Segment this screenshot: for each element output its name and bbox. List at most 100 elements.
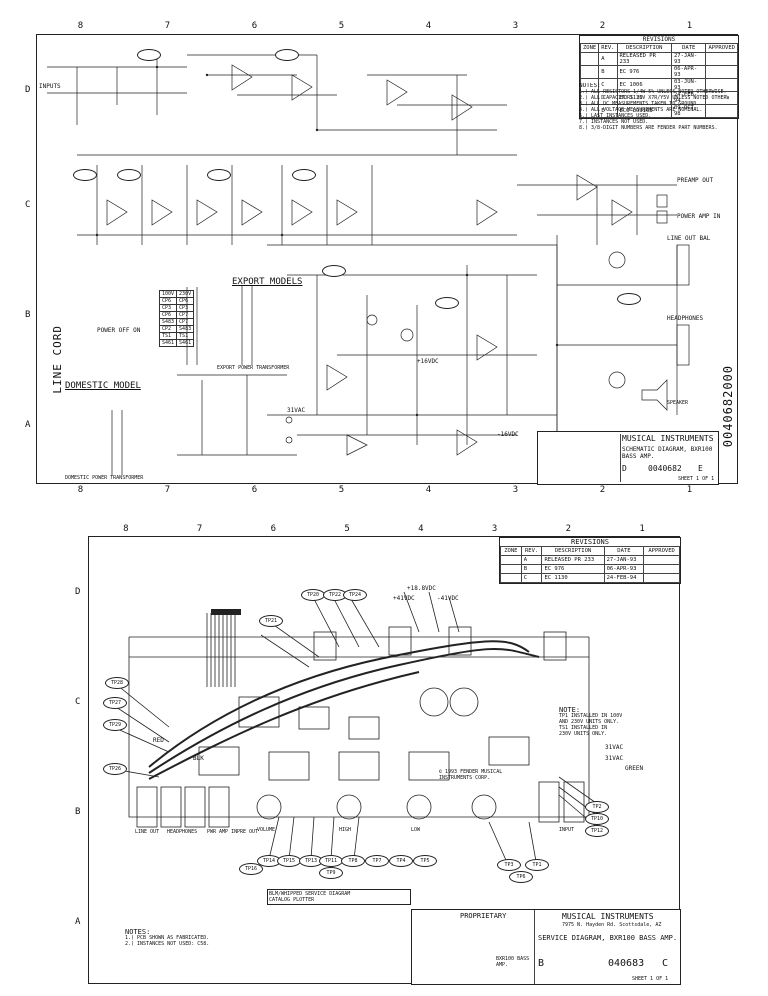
schematic-sheet: 8 7 6 5 4 3 2 1 8 7 6 5 4 3 2 1 D C B A bbox=[25, 21, 739, 495]
test-point-oval bbox=[617, 293, 641, 305]
export-table-cell: TS1 bbox=[158, 332, 178, 340]
revisions-heading: REVISIONS bbox=[642, 36, 676, 43]
zone-label: C bbox=[75, 697, 81, 707]
revision-cell bbox=[500, 573, 522, 583]
zone-label: 3 bbox=[491, 524, 498, 534]
test-point-label: TP4 bbox=[389, 855, 413, 867]
zone-label: 6 bbox=[251, 485, 258, 495]
export-table-cell: S483 bbox=[176, 325, 195, 333]
revision-cell bbox=[705, 52, 738, 66]
zone-label: D bbox=[25, 85, 31, 95]
stamp-line: BLM/WHIPPED SERVICE DIAGRAM bbox=[269, 891, 351, 897]
zone-label: 7 bbox=[164, 21, 171, 31]
test-point-label: TP27 bbox=[103, 697, 127, 709]
note-line: 2.) ALL CAPACITORS 25V X7R/Y5V UNLESS NO… bbox=[579, 95, 729, 101]
rev-col-header: DESCRIPTION bbox=[616, 43, 672, 53]
side-drawing-number: 0040682000 bbox=[721, 365, 735, 448]
test-point-label: TP2 bbox=[585, 801, 609, 813]
inputs-label: INPUTS bbox=[39, 83, 61, 90]
service-sheet: 8 7 6 5 4 3 2 1 D C B A bbox=[75, 524, 681, 985]
revision-cell: B bbox=[598, 65, 618, 79]
test-point-label: TP14 bbox=[257, 855, 281, 867]
line-cord-label: LINE CORD bbox=[51, 325, 64, 394]
zone-row-top: 8 7 6 5 4 3 2 1 bbox=[37, 21, 737, 31]
rev-col-header: DATE bbox=[603, 546, 645, 556]
revision-cell bbox=[579, 65, 600, 79]
proprietary-label: PROPRIETARY bbox=[460, 912, 507, 920]
export-table-cell: CP6 bbox=[176, 297, 195, 305]
drawing-title: SERVICE DIAGRAM, BXR100 BASS AMP. bbox=[538, 934, 678, 942]
zone-label: 7 bbox=[164, 485, 171, 495]
note-line: 1.) PCB SHOWN AS FABRICATED. bbox=[125, 935, 210, 941]
voltage-label: -41VDC bbox=[437, 595, 459, 602]
company-name: MUSICAL INSTRUMENTS bbox=[562, 912, 654, 921]
revision-cell: 06-APR-93 bbox=[603, 564, 645, 574]
sheet-size: D bbox=[622, 464, 627, 473]
sheet-size: B bbox=[538, 958, 545, 969]
note-line: 1.) ALL RESISTORS 1/4W 5% UNLESS NOTED O… bbox=[579, 89, 727, 95]
jack-label: PWR AMP IN bbox=[207, 829, 238, 835]
export-table-cell: S461 bbox=[158, 339, 178, 347]
wire-label: GREEN bbox=[625, 765, 644, 772]
revision-cell: B bbox=[520, 564, 543, 574]
title-block: MUSICAL INSTRUMENTS SCHEMATIC DIAGRAM, B… bbox=[537, 431, 719, 485]
company-name: MUSICAL INSTRUMENTS bbox=[622, 434, 714, 443]
export-table-cell: S483 bbox=[158, 318, 178, 326]
test-point-label: TP3 bbox=[497, 859, 521, 871]
export-table-cell: S461 bbox=[176, 339, 195, 347]
revision-cell: RELEASED PR 233 bbox=[541, 555, 605, 565]
notes-block: NOTES: 1.) PCB SHOWN AS FABRICATED. 2.) … bbox=[125, 929, 210, 948]
revision-cell: C bbox=[520, 573, 543, 583]
revision-cell: ECO LO316B bbox=[616, 104, 672, 118]
voltage-label: +41VDC bbox=[393, 595, 415, 602]
test-point-oval bbox=[117, 169, 141, 181]
revision-cell: A bbox=[598, 52, 618, 66]
zone-label: 2 bbox=[599, 21, 606, 31]
speaker-label: SPEAKER bbox=[667, 400, 689, 406]
drawing-title: SCHEMATIC DIAGRAM, BXR100 BASS AMP. bbox=[622, 446, 713, 460]
revision-cell: 24-FEB-94 bbox=[603, 573, 645, 583]
wire-label: RED bbox=[153, 737, 164, 744]
rev-col-header: DATE bbox=[670, 43, 707, 53]
zone-label: 2 bbox=[565, 524, 572, 534]
revision-cell: RELEASED PR 233 bbox=[616, 52, 672, 66]
note-line: 3.) ALL DC MEASUREMENTS TAKEN TO GROUND. bbox=[579, 101, 700, 107]
test-point-label: TP29 bbox=[103, 719, 127, 731]
test-point-label: TP7 bbox=[365, 855, 389, 867]
revisions-table: REVISIONS ZONE REV. DESCRIPTION DATE APP… bbox=[579, 35, 739, 119]
drawing-rev: C bbox=[662, 958, 669, 969]
export-models-label: EXPORT MODELS bbox=[232, 277, 303, 287]
rev-col-header: ZONE bbox=[500, 546, 522, 556]
sheet-count: SHEET 1 OF 1 bbox=[678, 476, 715, 482]
test-point-oval bbox=[322, 265, 346, 277]
zone-label: B bbox=[25, 310, 31, 320]
revision-cell bbox=[643, 564, 680, 574]
zone-label: 7 bbox=[196, 524, 203, 534]
test-point-label: TP24 bbox=[343, 589, 367, 601]
export-transformer-label: EXPORT POWER TRANSFORMER bbox=[217, 365, 290, 371]
test-point-label: TP1 bbox=[525, 859, 549, 871]
revision-cell: 03-JUN-93 bbox=[670, 78, 707, 92]
copyright-text: © 1993 FENDER MUSICAL INSTRUMENTS CORP. bbox=[439, 769, 503, 781]
revision-cell: A bbox=[520, 555, 543, 565]
zone-label: A bbox=[75, 917, 81, 927]
revisions-heading: REVISIONS bbox=[571, 538, 609, 546]
zone-label: B bbox=[75, 807, 81, 817]
test-point-label: TP9 bbox=[319, 867, 343, 879]
power-switch-label: POWER OFF ON bbox=[97, 327, 141, 334]
revision-cell: E bbox=[598, 104, 618, 118]
export-table-cell: CP6 bbox=[158, 311, 178, 319]
zone-label: 4 bbox=[418, 524, 424, 534]
next-higher-assembly: BXR100 BASS AMP. bbox=[496, 956, 530, 968]
zone-label: 1 bbox=[686, 485, 693, 495]
company-address: 7975 N. Hayden Rd. Scottsdale, AZ bbox=[562, 922, 662, 928]
